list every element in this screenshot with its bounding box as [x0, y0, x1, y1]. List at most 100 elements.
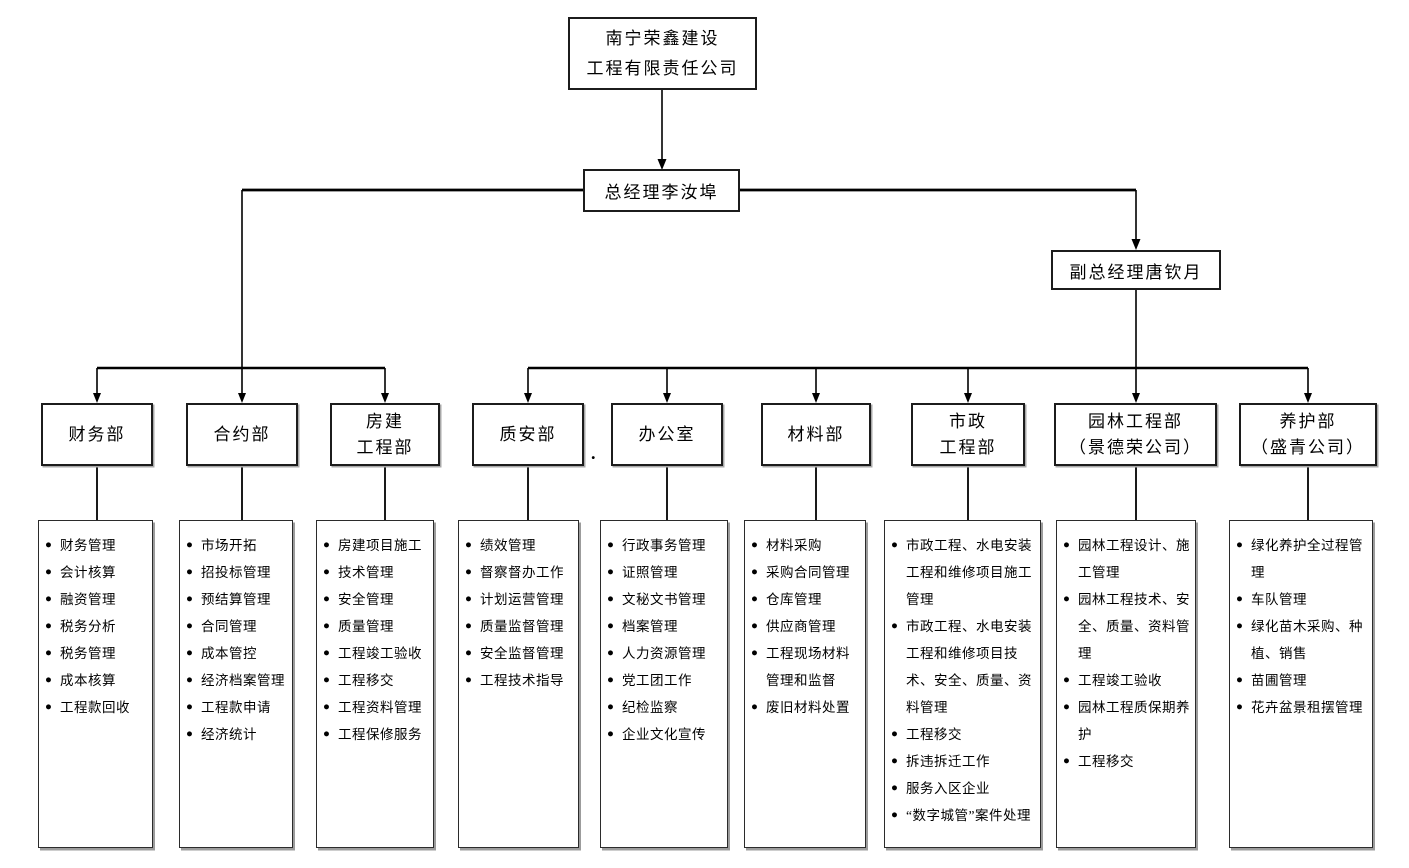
deputy-general-manager-box: 副总经理唐钦月 — [1051, 250, 1221, 290]
duty-item: 文秘文书管理 — [607, 586, 724, 613]
dept-name: （盛青公司） — [1251, 437, 1365, 457]
connector-left-distributor — [93, 366, 389, 403]
dept-name: （景德荣公司） — [1069, 437, 1202, 457]
duty-item: 服务入区企业 — [891, 775, 1037, 802]
dept-name: 质安部 — [499, 424, 557, 444]
duty-item: 工程保修服务 — [323, 721, 430, 748]
dept-name: 养护部 — [1279, 411, 1337, 431]
dept-name: 办公室 — [638, 424, 696, 444]
duty-item: 绿化苗木采购、种植、销售 — [1236, 613, 1369, 667]
duty-items: 园林工程设计、施工管理园林工程技术、安全、质量、资料管理工程竣工验收园林工程质保… — [1063, 532, 1192, 775]
duty-item: 招投标管理 — [186, 559, 289, 586]
dept-name: 园林工程部 — [1088, 411, 1183, 431]
duty-item: 安全管理 — [323, 586, 430, 613]
duty-item: 工程移交 — [891, 721, 1037, 748]
duty-list-contract: 市场开拓招投标管理预结算管理合同管理成本管控经济档案管理工程款申请经济统计 — [179, 520, 293, 848]
duty-items: 材料采购采购合同管理仓库管理供应商管理工程现场材料管理和监督废旧材料处置 — [751, 532, 862, 721]
duty-item: “数字城管”案件处理 — [891, 802, 1037, 829]
dept-box-quality-safety: 质安部 — [472, 403, 584, 466]
duty-item: 党工团工作 — [607, 667, 724, 694]
duty-item: 市场开拓 — [186, 532, 289, 559]
duty-item: 税务管理 — [45, 640, 149, 667]
duty-item: 材料采购 — [751, 532, 862, 559]
duty-item: 成本核算 — [45, 667, 149, 694]
duty-item: 仓库管理 — [751, 586, 862, 613]
dept-name: 材料部 — [787, 424, 845, 444]
duty-list-materials: 材料采购采购合同管理仓库管理供应商管理工程现场材料管理和监督废旧材料处置 — [744, 520, 866, 848]
duty-item: 绩效管理 — [465, 532, 575, 559]
duty-item: 纪检监察 — [607, 694, 724, 721]
duty-items: 财务管理会计核算融资管理税务分析税务管理成本核算工程款回收 — [45, 532, 149, 721]
dept-box-maintenance: 养护部 （盛青公司） — [1239, 403, 1377, 466]
connector-company-to-gm — [657, 90, 667, 170]
duty-items: 行政事务管理证照管理文秘文书管理档案管理人力资源管理党工团工作纪检监察企业文化宣… — [607, 532, 724, 748]
duty-item: 绿化养护全过程管理 — [1236, 532, 1369, 586]
duty-item: 经济档案管理 — [186, 667, 289, 694]
company-box: 南宁荣鑫建设 工程有限责任公司 — [568, 17, 757, 90]
general-manager-box: 总经理李汝埠 — [583, 169, 740, 212]
duty-item: 税务分析 — [45, 613, 149, 640]
duty-item: 工程现场材料管理和监督 — [751, 640, 862, 694]
duty-item: 房建项目施工 — [323, 532, 430, 559]
dept-name: 市政 — [949, 411, 987, 431]
duty-item: 工程移交 — [323, 667, 430, 694]
connector-dept-to-duty-lists — [96, 466, 1309, 521]
duty-item: 质量监督管理 — [465, 613, 575, 640]
stray-dot: . — [591, 443, 596, 463]
duty-item: 车队管理 — [1236, 586, 1369, 613]
duty-item: 园林工程技术、安全、质量、资料管理 — [1063, 586, 1192, 667]
duty-item: 废旧材料处置 — [751, 694, 862, 721]
duty-item: 经济统计 — [186, 721, 289, 748]
duty-item: 安全监督管理 — [465, 640, 575, 667]
duty-item: 预结算管理 — [186, 586, 289, 613]
duty-item: 质量管理 — [323, 613, 430, 640]
duty-item: 证照管理 — [607, 559, 724, 586]
dept-box-building-engineering: 房建 工程部 — [330, 403, 440, 466]
dept-box-contract: 合约部 — [186, 403, 298, 466]
dept-box-office: 办公室 — [611, 403, 723, 466]
dept-box-municipal-engineering: 市政 工程部 — [911, 403, 1025, 466]
company-name-line-2: 工程有限责任公司 — [586, 58, 739, 78]
duty-item: 工程技术指导 — [465, 667, 575, 694]
duty-item: 市政工程、水电安装工程和维修项目技术、安全、质量、资料管理 — [891, 613, 1037, 721]
duty-item: 技术管理 — [323, 559, 430, 586]
duty-item: 融资管理 — [45, 586, 149, 613]
company-name-line-1: 南宁荣鑫建设 — [605, 28, 720, 48]
duty-item: 行政事务管理 — [607, 532, 724, 559]
duty-item: 苗圃管理 — [1236, 667, 1369, 694]
dept-name: 工程部 — [939, 437, 997, 457]
duty-items: 房建项目施工技术管理安全管理质量管理工程竣工验收工程移交工程资料管理工程保修服务 — [323, 532, 430, 748]
dept-box-finance: 财务部 — [41, 403, 153, 466]
general-manager-label: 总经理李汝埠 — [604, 183, 719, 202]
dept-name: 房建 — [366, 411, 404, 431]
duty-item: 工程款申请 — [186, 694, 289, 721]
duty-item: 计划运营管理 — [465, 586, 575, 613]
duty-item: 会计核算 — [45, 559, 149, 586]
dept-box-materials: 材料部 — [761, 403, 871, 466]
duty-list-garden-engineering: 园林工程设计、施工管理园林工程技术、安全、质量、资料管理工程竣工验收园林工程质保… — [1056, 520, 1196, 848]
deputy-general-manager-label: 副总经理唐钦月 — [1069, 262, 1203, 282]
connector-right-distributor — [524, 366, 1312, 403]
duty-item: 财务管理 — [45, 532, 149, 559]
duty-item: 市政工程、水电安装工程和维修项目施工管理 — [891, 532, 1037, 613]
duty-item: 工程资料管理 — [323, 694, 430, 721]
connector-gm-to-dgm — [739, 188, 1141, 250]
duty-item: 合同管理 — [186, 613, 289, 640]
duty-items: 绿化养护全过程管理车队管理绿化苗木采购、种植、销售苗圃管理花卉盆景租摆管理 — [1236, 532, 1369, 721]
duty-item: 采购合同管理 — [751, 559, 862, 586]
duty-item: 档案管理 — [607, 613, 724, 640]
duty-item: 企业文化宣传 — [607, 721, 724, 748]
duty-items: 绩效管理督察督办工作计划运营管理质量监督管理安全监督管理工程技术指导 — [465, 532, 575, 694]
duty-item: 工程竣工验收 — [1063, 667, 1192, 694]
duty-items: 市场开拓招投标管理预结算管理合同管理成本管控经济档案管理工程款申请经济统计 — [186, 532, 289, 748]
duty-item: 人力资源管理 — [607, 640, 724, 667]
duty-list-office: 行政事务管理证照管理文秘文书管理档案管理人力资源管理党工团工作纪检监察企业文化宣… — [600, 520, 728, 848]
duty-list-finance: 财务管理会计核算融资管理税务分析税务管理成本核算工程款回收 — [38, 520, 153, 848]
duty-item: 工程竣工验收 — [323, 640, 430, 667]
duty-item: 工程款回收 — [45, 694, 149, 721]
duty-items: 市政工程、水电安装工程和维修项目施工管理市政工程、水电安装工程和维修项目技术、安… — [891, 532, 1037, 829]
duty-list-maintenance: 绿化养护全过程管理车队管理绿化苗木采购、种植、销售苗圃管理花卉盆景租摆管理 — [1229, 520, 1373, 848]
duty-item: 园林工程设计、施工管理 — [1063, 532, 1192, 586]
